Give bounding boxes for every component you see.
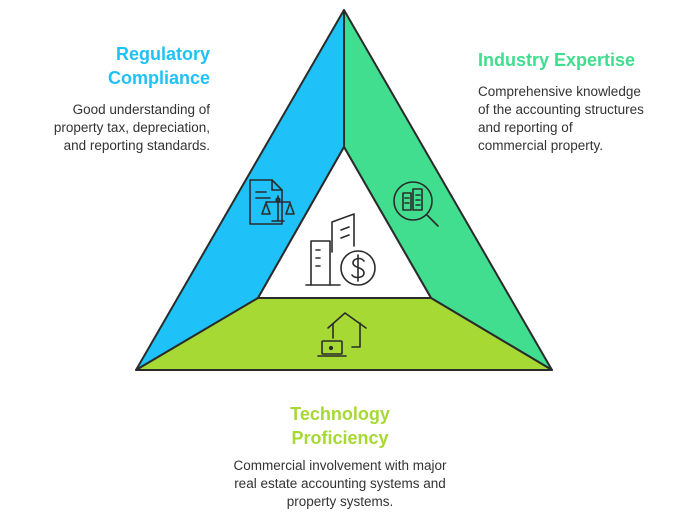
industry-desc-line: Comprehensive knowledge [478, 84, 641, 99]
technology-title: Technology Proficiency [240, 402, 440, 450]
regulatory-desc-line: property tax, depreciation, [53, 120, 210, 135]
technology-desc-line: property systems. [286, 494, 394, 509]
industry-description: Comprehensive knowledge of the accountin… [478, 83, 673, 155]
technology-description: Commercial involvement with major real e… [205, 457, 475, 511]
industry-desc-line: and reporting of [478, 120, 573, 135]
regulatory-title-line: Compliance [107, 68, 210, 88]
technology-title-line: Technology [290, 404, 390, 424]
technology-title-line: Proficiency [291, 428, 389, 448]
regulatory-desc-line: Good understanding of [72, 102, 210, 117]
regulatory-title: Regulatory Compliance [30, 42, 210, 90]
industry-desc-line: of the accounting structures [478, 102, 644, 117]
regulatory-desc-line: and reporting standards. [63, 138, 210, 153]
industry-title: Industry Expertise [478, 50, 636, 70]
home-laptop-icon [317, 312, 367, 357]
buildings-dollar-icon [305, 213, 376, 286]
technology-desc-line: real estate accounting systems and [234, 476, 446, 491]
industry-desc-line: commercial property. [478, 138, 604, 153]
legal-document-scales-icon [249, 179, 295, 225]
center-triangle [257, 146, 432, 299]
technology-desc-line: Commercial involvement with major [233, 458, 447, 473]
magnifier-buildings-icon [393, 181, 439, 227]
regulatory-description: Good understanding of property tax, depr… [20, 101, 210, 155]
regulatory-title-line: Regulatory [115, 44, 210, 64]
